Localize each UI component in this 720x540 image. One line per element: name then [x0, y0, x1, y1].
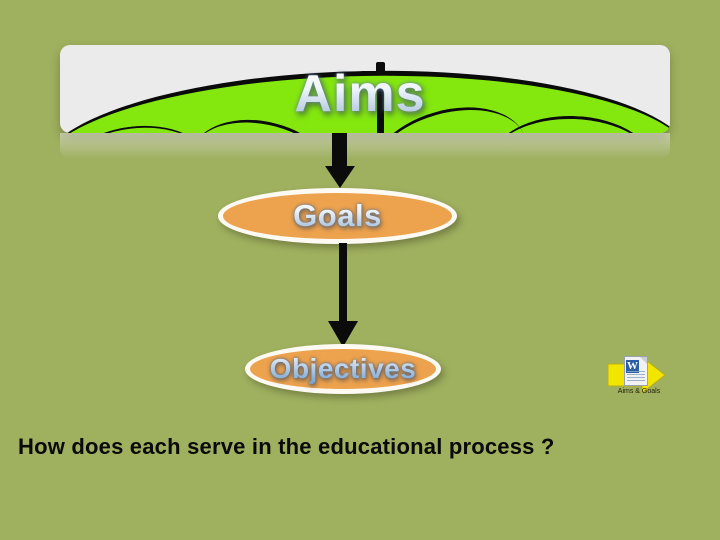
objectives-label: Objectives	[269, 353, 417, 384]
question-text: How does each serve in the educational p…	[18, 434, 555, 459]
embedded-document-shortcut[interactable]: W Aims & Goals	[604, 355, 674, 405]
document-text-lines	[627, 371, 645, 383]
arrow-shaft	[332, 133, 347, 169]
aims-panel[interactable]	[60, 45, 670, 133]
arrow-head-icon	[328, 321, 358, 347]
document-fold-corner	[640, 357, 647, 364]
attachment-caption: Aims & Goals	[617, 388, 661, 395]
umbrella-rib-2	[178, 104, 349, 133]
arrow-goals-to-objectives	[328, 243, 358, 347]
word-document-icon: W	[624, 356, 648, 386]
word-badge-letter: W	[626, 360, 639, 373]
goals-node[interactable]: Goals	[218, 188, 457, 244]
umbrella-canopy-shape	[60, 64, 670, 133]
arrow-aims-to-goals	[322, 133, 358, 191]
arrow-head-icon	[325, 166, 355, 188]
objectives-node[interactable]: Objectives	[245, 344, 441, 394]
umbrella-rib-1	[60, 117, 216, 133]
umbrella-rib-3	[357, 90, 539, 133]
aims-panel-reflection	[60, 133, 670, 159]
umbrella-tip	[376, 62, 385, 75]
umbrella-pole	[377, 85, 384, 133]
goals-label: Goals	[293, 198, 382, 233]
arrow-shaft	[339, 243, 347, 323]
